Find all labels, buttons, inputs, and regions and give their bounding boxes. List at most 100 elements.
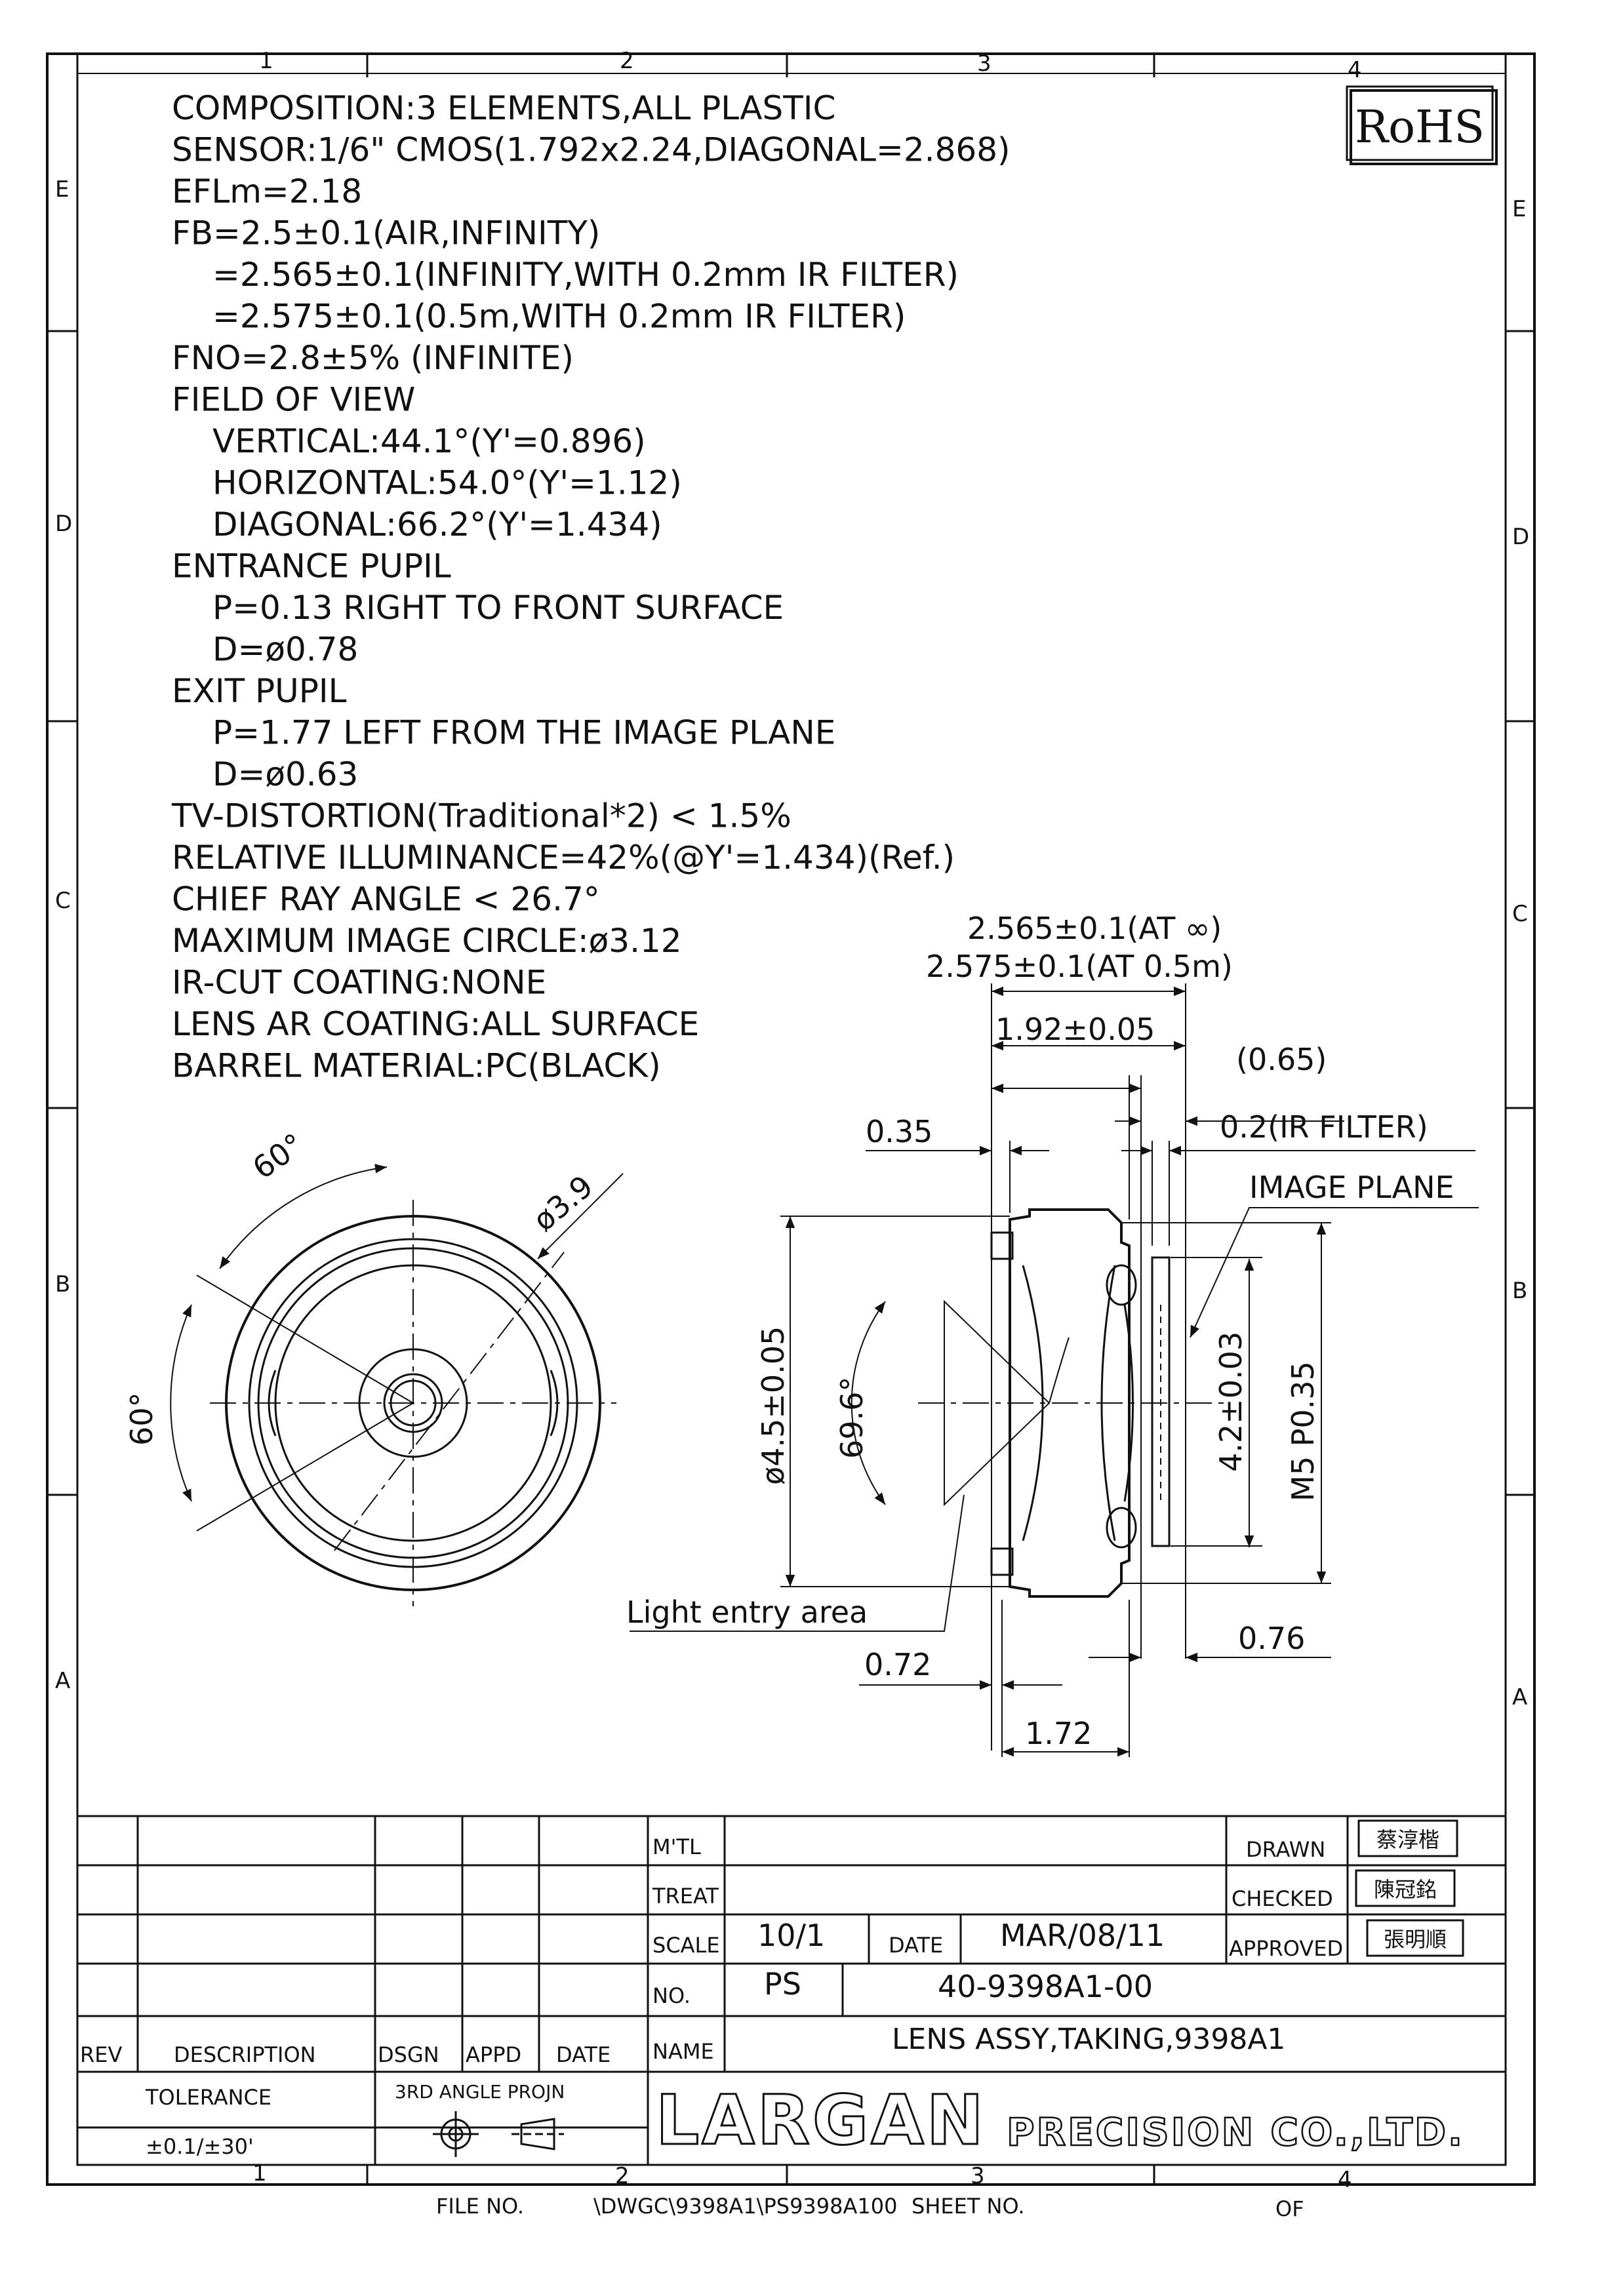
label-image-plane: IMAGE PLANE	[1249, 1170, 1454, 1205]
zone-row-c: C	[55, 888, 71, 914]
footer: FILE NO. \DWGC\9398A1\PS9398A100 SHEET N…	[436, 2194, 1304, 2221]
label-approved: APPROVED	[1229, 1936, 1343, 1961]
label-rev: REV	[80, 2042, 122, 2067]
rohs-badge: RoHS	[1346, 85, 1498, 165]
front-view: 60° 60° ø3.9	[124, 1126, 624, 1606]
spec-line: EXIT PUPIL	[172, 672, 347, 710]
dim-dia-45: ø4.5±0.05	[755, 1326, 791, 1485]
spec-line: EFLm=2.18	[172, 172, 362, 210]
projection-symbol-icon	[433, 2111, 564, 2157]
label-tolerance: TOLERANCE	[145, 2085, 271, 2110]
dim-076: 0.76	[1238, 1621, 1305, 1656]
spec-line: D=ø0.78	[212, 631, 358, 669]
zone-col-1-bottom: 1	[252, 2160, 267, 2187]
spec-line: COMPOSITION:3 ELEMENTS,ALL PLASTIC	[172, 89, 835, 127]
label-dsgn: DSGN	[378, 2042, 439, 2067]
spec-line: DIAGONAL:66.2°(Y'=1.434)	[212, 505, 662, 544]
value-file-path: \DWGC\9398A1\PS9398A100	[593, 2194, 897, 2219]
spec-line: P=0.13 RIGHT TO FRONT SURFACE	[212, 589, 784, 627]
spec-line: BARREL MATERIAL:PC(BLACK)	[172, 1047, 661, 1085]
front-angle-top: 60°	[246, 1126, 310, 1186]
spec-line: FIELD OF VIEW	[172, 381, 415, 419]
zone-row-e: E	[55, 176, 69, 203]
logo-precision: PRECISION CO.,LTD.	[1007, 2110, 1464, 2154]
lens-barrel	[1009, 1208, 1131, 1598]
ir-filter	[1151, 1256, 1171, 1547]
label-light-entry: Light entry area	[626, 1594, 868, 1630]
sig-checked: 陳冠銘	[1374, 1877, 1437, 1902]
spec-line: VERTICAL:44.1°(Y'=0.896)	[212, 422, 646, 460]
spec-notes: COMPOSITION:3 ELEMENTS,ALL PLASTIC SENSOR…	[171, 89, 1011, 1085]
spec-line: =2.575±0.1(0.5m,WITH 0.2mm IR FILTER)	[212, 298, 906, 336]
spec-line: P=1.77 LEFT FROM THE IMAGE PLANE	[212, 714, 835, 752]
dim-42: 4.2±0.03	[1213, 1332, 1249, 1472]
spec-line: D=ø0.63	[212, 755, 358, 793]
zone-col-1: 1	[259, 48, 273, 74]
zone-col-2-bottom: 2	[615, 2163, 630, 2189]
front-diameter: ø3.9	[526, 1168, 599, 1238]
value-scale: 10/1	[757, 1918, 825, 1953]
label-file-no: FILE NO.	[436, 2194, 524, 2219]
label-drawn: DRAWN	[1246, 1837, 1325, 1862]
title-block-text: M'TL TREAT SCALE 10/1 DATE MAR/08/11 NO.…	[80, 1819, 1464, 2159]
zone-labels: 1 2 3 4 1 2 3 4 E D C B A E D C B A	[55, 48, 1529, 2193]
logo-largan: LARGAN	[656, 2080, 986, 2160]
spec-line: SENSOR:1/6" CMOS(1.792x2.24,DIAGONAL=2.8…	[172, 131, 1011, 169]
dim-ir-filter: 0.2(IR FILTER)	[1220, 1109, 1428, 1145]
value-date: MAR/08/11	[1000, 1918, 1165, 1953]
zone-row-a-right: A	[1512, 1684, 1527, 1711]
spec-line: FB=2.5±0.1(AIR,INFINITY)	[172, 214, 600, 252]
label-treat: TREAT	[652, 1884, 719, 1909]
label-scale: SCALE	[652, 1933, 720, 1958]
zone-row-b-right: B	[1512, 1278, 1527, 1304]
label-sheet-no: SHEET NO.	[912, 2194, 1025, 2219]
label-checked: CHECKED	[1232, 1886, 1333, 1911]
value-name: LENS ASSY,TAKING,9398A1	[892, 2023, 1285, 2056]
dim-fb-05m: 2.575±0.1(AT 0.5m)	[926, 949, 1233, 984]
zone-col-2: 2	[620, 48, 634, 74]
value-tolerance: ±0.1/±30'	[146, 2134, 254, 2159]
spec-line: IR-CUT COATING:NONE	[172, 964, 546, 1002]
title-block	[77, 1815, 1506, 2165]
label-of: OF	[1275, 2196, 1304, 2221]
dim-065: (0.65)	[1236, 1042, 1327, 1077]
label-projection: 3RD ANGLE PROJN	[395, 2081, 565, 2103]
dim-072: 0.72	[864, 1647, 931, 1682]
spec-line: LENS AR COATING:ALL SURFACE	[172, 1005, 699, 1043]
spec-line: ENTRANCE PUPIL	[172, 547, 451, 585]
spec-line: RELATIVE ILLUMINANCE=42%(@Y'=1.434)(Ref.…	[172, 839, 955, 877]
zone-row-d: D	[55, 511, 72, 537]
sig-drawn: 蔡淳楷	[1376, 1827, 1439, 1852]
spec-line: HORIZONTAL:54.0°(Y'=1.12)	[212, 464, 682, 502]
dim-192: 1.92±0.05	[995, 1012, 1155, 1047]
label-description: DESCRIPTION	[174, 2042, 316, 2067]
zone-row-a: A	[55, 1668, 70, 1694]
front-angle-left: 60°	[124, 1392, 159, 1446]
label-mtl: M'TL	[652, 1834, 701, 1859]
sheet-border	[46, 52, 1536, 2186]
value-no-prefix: PS	[764, 1966, 801, 2002]
dim-035: 0.35	[866, 1114, 932, 1149]
spec-line: =2.565±0.1(INFINITY,WITH 0.2mm IR FILTER…	[212, 256, 959, 294]
zone-col-4-bottom: 4	[1338, 2167, 1352, 2193]
side-view: 2.565±0.1(AT ∞) 2.575±0.1(AT 0.5m) 1.92±…	[626, 911, 1479, 1757]
dim-172: 1.72	[1025, 1716, 1092, 1751]
sig-approved: 張明順	[1384, 1927, 1447, 1952]
label-rev-date: DATE	[556, 2042, 611, 2067]
dim-fov-angle: 69.6°	[834, 1377, 870, 1459]
label-appd: APPD	[466, 2042, 521, 2067]
spec-line: FNO=2.8±5% (INFINITE)	[172, 339, 574, 377]
zone-col-4: 4	[1348, 57, 1362, 83]
spec-line: CHIEF RAY ANGLE < 26.7°	[172, 881, 600, 919]
rohs-text: RoHS	[1355, 102, 1485, 153]
zone-col-3-bottom: 3	[971, 2163, 985, 2189]
value-drawing-no: 40-9398A1-00	[938, 1969, 1153, 2004]
zone-col-3: 3	[977, 50, 992, 77]
company-logo: LARGAN PRECISION CO.,LTD.	[655, 2080, 1464, 2162]
dim-thread: M5 P0.35	[1285, 1361, 1321, 1501]
label-name: NAME	[652, 2039, 714, 2064]
label-date: DATE	[889, 1933, 943, 1958]
dim-fb-infinity: 2.565±0.1(AT ∞)	[967, 911, 1222, 946]
zone-row-d-right: D	[1512, 524, 1529, 550]
